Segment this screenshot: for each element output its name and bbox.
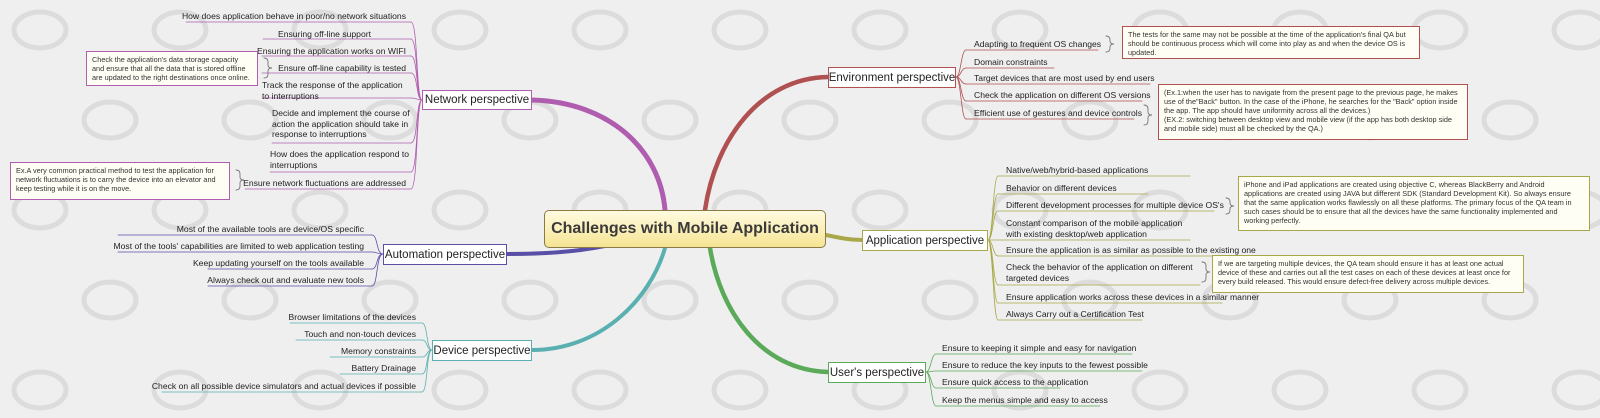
- branch-network-perspective[interactable]: Network perspective: [422, 90, 532, 110]
- branch-users-perspective[interactable]: User's perspective: [828, 362, 926, 383]
- network-note-storage: Check the application's data storage cap…: [86, 51, 258, 86]
- application-item[interactable]: Behavior on different devices: [1006, 183, 1117, 193]
- environment-item[interactable]: Check the application on different OS ve…: [974, 90, 1151, 100]
- user-item[interactable]: Ensure to keeping it simple and easy for…: [942, 343, 1137, 353]
- application-note-devices: If we are targeting multiple devices, th…: [1212, 255, 1524, 293]
- branch-device-perspective[interactable]: Device perspective: [432, 340, 532, 361]
- device-item[interactable]: Battery Drainage: [351, 363, 417, 373]
- environment-item[interactable]: Domain constraints: [974, 57, 1048, 67]
- application-item[interactable]: Native/web/hybrid-based applications: [1006, 165, 1149, 175]
- network-item[interactable]: Track the response of the application to…: [262, 80, 403, 101]
- application-item[interactable]: Constant comparison of the mobile applic…: [1006, 218, 1183, 239]
- automation-item[interactable]: Most of the tools' capabilities are limi…: [113, 241, 364, 251]
- network-item[interactable]: Ensuring off-line support: [278, 29, 371, 39]
- user-item[interactable]: Ensure quick access to the application: [942, 377, 1089, 387]
- network-item[interactable]: How does application behave in poor/no n…: [181, 11, 406, 21]
- user-item[interactable]: Ensure to reduce the key inputs to the f…: [942, 360, 1148, 370]
- automation-item[interactable]: Always check out and evaluate new tools: [207, 275, 364, 285]
- environment-note-gestures: (Ex.1:when the user has to navigate from…: [1158, 84, 1468, 140]
- application-item[interactable]: Ensure the application is as similar as …: [1006, 245, 1256, 255]
- device-item[interactable]: Touch and non-touch devices: [304, 329, 416, 339]
- environment-note-os-updates: The tests for the same may not be possib…: [1122, 26, 1420, 59]
- environment-item[interactable]: Adapting to frequent OS changes: [974, 39, 1102, 49]
- branch-environment-perspective[interactable]: Environment perspective: [828, 67, 956, 88]
- network-note-elevator: Ex.A very common practical method to tes…: [10, 162, 230, 200]
- application-item[interactable]: Always Carry out a Certification Test: [1006, 309, 1144, 319]
- application-item[interactable]: Check the behavior of the application on…: [1006, 262, 1193, 283]
- network-item[interactable]: Ensure network fluctuations are addresse…: [243, 178, 406, 188]
- automation-item[interactable]: Most of the available tools are device/O…: [176, 224, 364, 234]
- device-item[interactable]: Memory constraints: [341, 346, 416, 356]
- network-item[interactable]: Ensuring the application works on WIFI: [256, 46, 406, 56]
- device-item[interactable]: Browser limitations of the devices: [288, 312, 416, 322]
- application-item[interactable]: Different development processes for mult…: [1006, 200, 1224, 210]
- environment-item[interactable]: Target devices that are most used by end…: [974, 73, 1155, 83]
- network-item[interactable]: How does the application respond to inte…: [270, 149, 410, 170]
- network-item[interactable]: Decide and implement the course of actio…: [272, 108, 410, 139]
- application-item[interactable]: Ensure application works across these de…: [1006, 292, 1260, 302]
- user-item[interactable]: Keep the menus simple and easy to access: [942, 395, 1108, 405]
- central-topic[interactable]: Challenges with Mobile Application: [544, 210, 826, 248]
- automation-item[interactable]: Keep updating yourself on the tools avai…: [192, 258, 364, 268]
- network-item[interactable]: Ensure off-line capability is tested: [278, 63, 406, 73]
- environment-item[interactable]: Efficient use of gestures and device con…: [974, 108, 1142, 118]
- device-item[interactable]: Check on all possible device simulators …: [151, 381, 416, 391]
- branch-application-perspective[interactable]: Application perspective: [862, 230, 988, 251]
- application-note-sdk: iPhone and iPad applications are created…: [1238, 176, 1590, 231]
- branch-automation-perspective[interactable]: Automation perspective: [383, 244, 507, 265]
